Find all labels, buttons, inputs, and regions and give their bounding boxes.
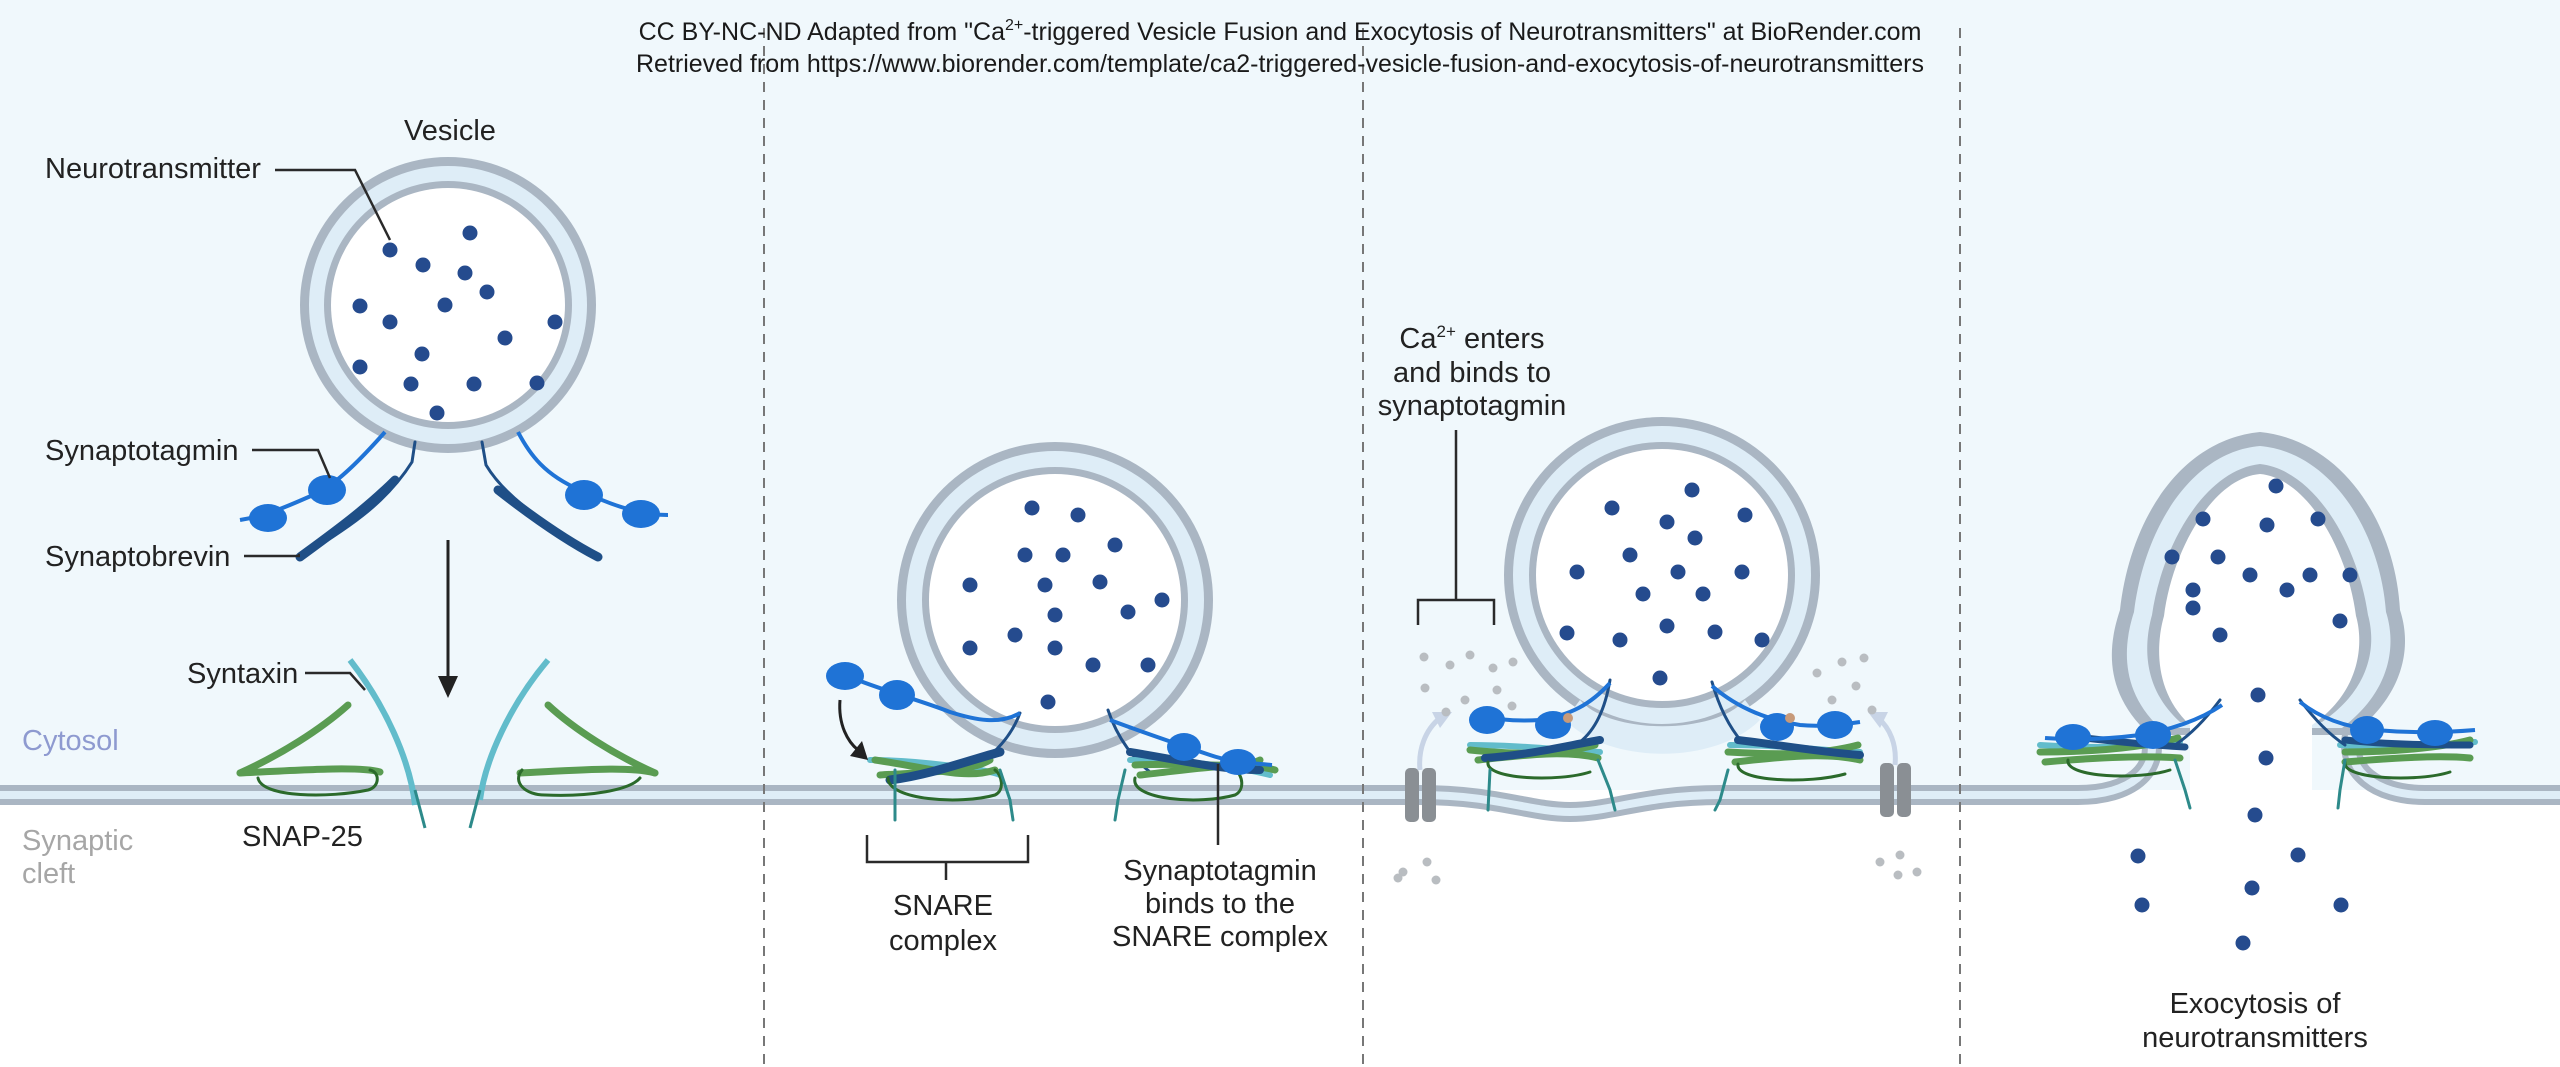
vesicle-2	[897, 442, 1213, 758]
synaptotagmin-4	[2044, 700, 2476, 750]
exocytosis-label-2: neurotransmitters	[2142, 1022, 2368, 1054]
synaptotagmin-1	[239, 430, 669, 532]
vesicle-label: Vesicle	[404, 115, 496, 147]
binding-arrow	[838, 699, 868, 760]
synaptobrevin-1	[295, 440, 603, 562]
snare-label-2: complex	[889, 925, 997, 957]
synaptic-cleft-background	[0, 798, 2560, 1067]
synaptic-cleft-label-1: Synaptic	[22, 825, 133, 857]
synaptotagmin-3	[1469, 681, 1861, 741]
ca-label-3: synaptotagmin	[1378, 390, 1567, 422]
calcium-bracket	[1416, 430, 1496, 625]
ca-label-2: and binds to	[1393, 357, 1551, 389]
synaptotagmin-2	[826, 662, 1273, 775]
synaptotagmin-label: Synaptotagmin	[45, 435, 238, 467]
credit-line-1: CC BY-NC-ND Adapted from "Ca2+-triggered…	[639, 17, 1922, 46]
snap25-1	[236, 701, 659, 797]
snap25-label: SNAP-25	[242, 821, 363, 853]
cytosol-label: Cytosol	[22, 725, 119, 757]
arrow-head-right	[1868, 712, 1888, 728]
exocytosis-label-1: Exocytosis of	[2170, 988, 2342, 1020]
snare-bracket	[865, 835, 1030, 880]
panel-dividers	[763, 28, 1961, 1067]
binds-label-2: binds to the	[1145, 888, 1295, 920]
snare-complex-left	[867, 711, 1022, 822]
ca-label-1: Ca2+ enters	[1399, 322, 1544, 355]
syntaxin-1	[347, 658, 551, 829]
panel-3: Ca2+ enters and binds to synaptotagmin	[1378, 322, 1922, 885]
neurotransmitter-label: Neurotransmitter	[45, 153, 261, 185]
ca-label-base: Ca	[1399, 323, 1437, 355]
fused-vesicle	[2111, 432, 2406, 800]
binds-label-1: Synaptotagmin	[1123, 855, 1316, 887]
snare-label-1: SNARE	[893, 890, 993, 922]
approach-arrow	[438, 540, 458, 698]
panel-2: SNARE complex Synaptotagmin binds to the…	[826, 442, 1328, 957]
credit-line-2: Retrieved from https://www.biorender.com…	[636, 50, 1924, 78]
credit-line-1-b: -triggered Vesicle Fusion and Exocytosis…	[1023, 18, 1921, 46]
ca-label-sup: 2+	[1437, 322, 1456, 341]
credit-line-1-a: CC BY-NC-ND Adapted from "Ca	[639, 18, 1006, 46]
credit-superscript: 2+	[1005, 17, 1023, 34]
synaptic-cleft-label-2: cleft	[22, 858, 75, 890]
panel-1-leaders	[244, 168, 392, 691]
synaptobrevin-label: Synaptobrevin	[45, 541, 230, 573]
calcium-channel-right	[1880, 763, 1911, 817]
ca-label-rest: enters	[1456, 323, 1545, 355]
vesicle-3	[1504, 417, 1820, 754]
binds-label-3: SNARE complex	[1112, 921, 1328, 953]
panel-4: Exocytosis of neurotransmitters	[2036, 432, 2478, 1054]
syntaxin-label: Syntaxin	[187, 658, 298, 690]
panel-1: Vesicle Neurotransmitter Synaptotagmin S…	[45, 115, 669, 853]
calcium-channel-left	[1405, 768, 1436, 822]
